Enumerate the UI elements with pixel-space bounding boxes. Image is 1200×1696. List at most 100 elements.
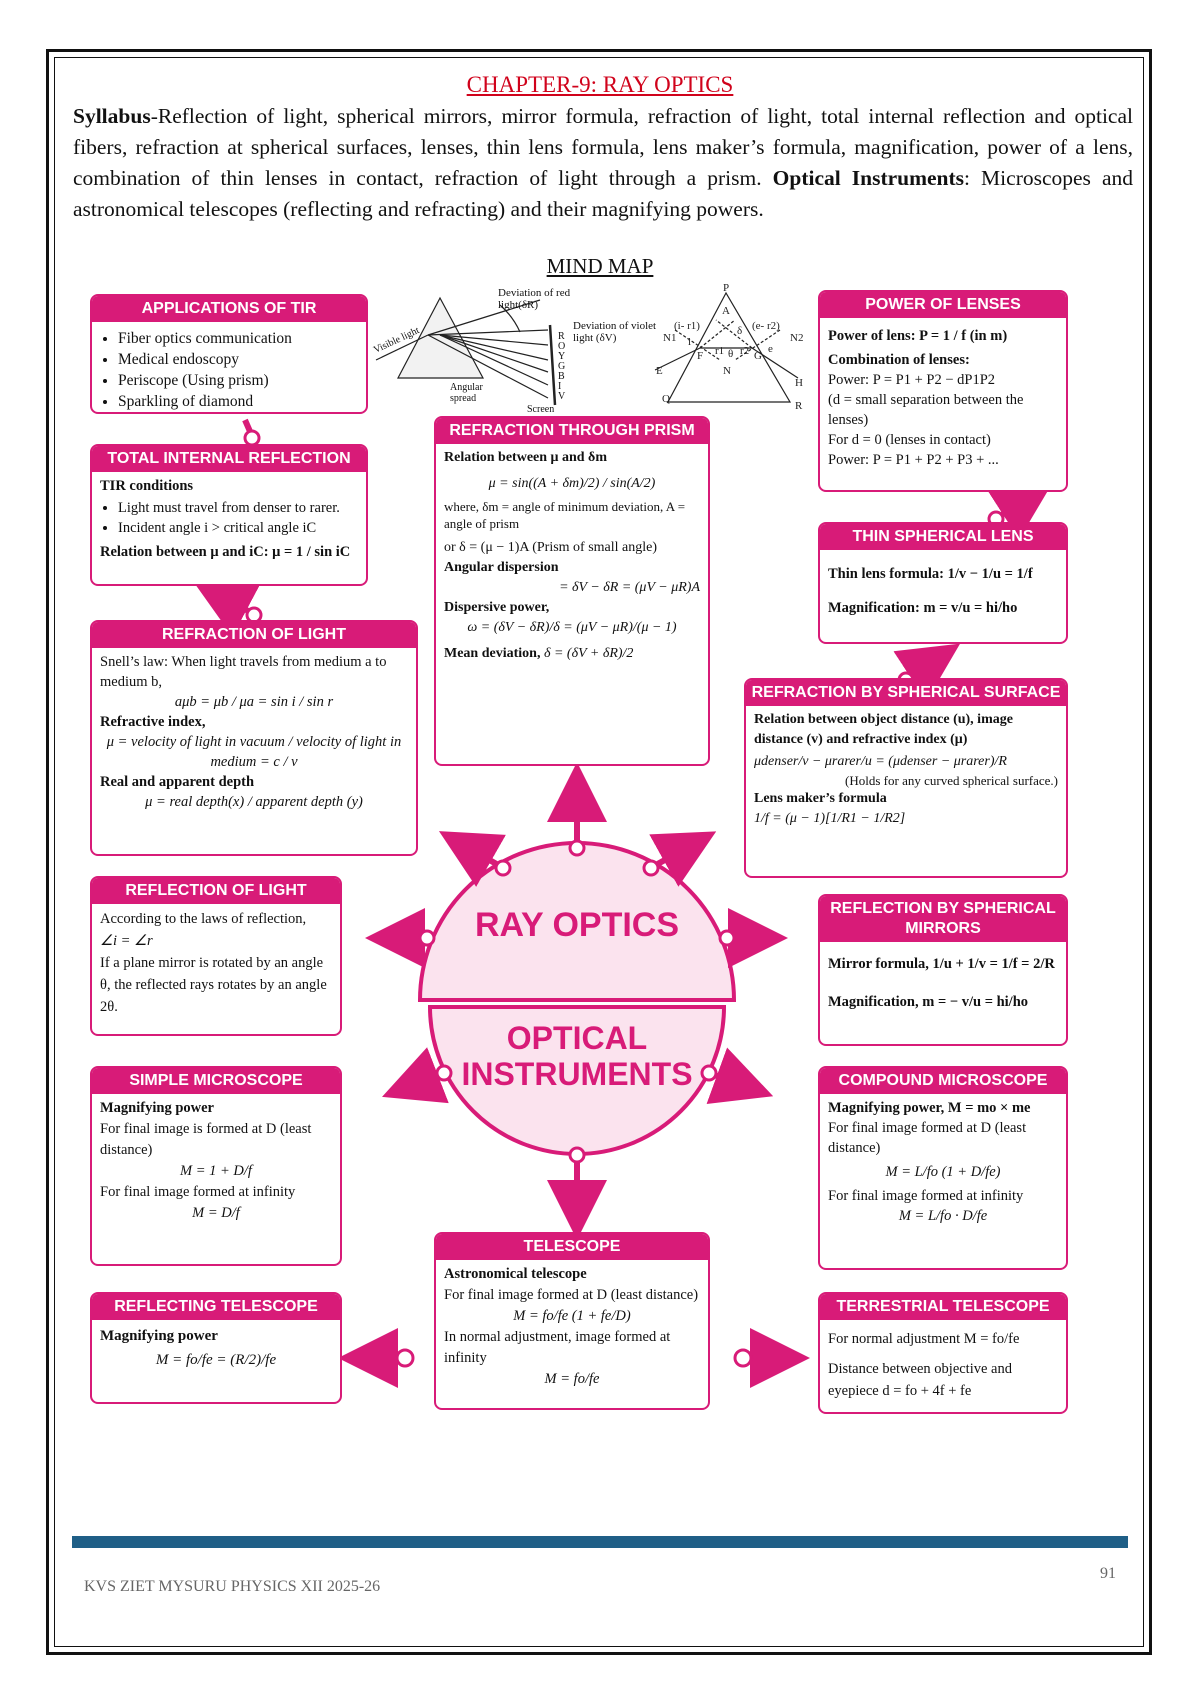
reflection-text-2: ∠i = ∠r <box>100 933 153 949</box>
simple-text-2: For final image formed at infinity <box>100 1184 296 1200</box>
box-total-internal-reflection: TOTAL INTERNAL REFLECTION TIR conditions… <box>90 444 368 586</box>
spherical-surface-eq: μdenser/v − μrarer/u = (μdenser − μrarer… <box>754 754 1007 769</box>
telescope-text-1: For final image formed at D (least dista… <box>444 1287 699 1303</box>
snell-equation: aμb = μb / μa = sin i / sin r <box>174 694 334 710</box>
spherical-surface-note: (Holds for any curved spherical surface.… <box>845 773 1058 788</box>
box-title: TOTAL INTERNAL REFLECTION <box>92 446 366 472</box>
list-item: Light must travel from denser to rarer. <box>118 498 358 518</box>
prism-small-angle: or δ = (μ − 1)A (Prism of small angle) <box>444 540 658 555</box>
svg-text:r2: r2 <box>740 345 749 357</box>
svg-text:(e- r2): (e- r2) <box>752 320 780 332</box>
svg-text:N: N <box>723 365 731 377</box>
dispersive-power-label: Dispersive power, <box>444 600 550 615</box>
astronomical-telescope-label: Astronomical telescope <box>444 1266 587 1282</box>
box-power-of-lenses: POWER OF LENSES Power of lens: P = 1 / f… <box>818 290 1068 492</box>
magnifying-power-label: Magnifying power <box>100 1100 214 1116</box>
spectrum-label: I <box>558 381 562 392</box>
hub-instruments: INSTRUMENTS <box>461 1056 693 1092</box>
prism-where: where, δm = angle of minimum deviation, … <box>444 499 686 531</box>
prism-dispersion-figure <box>375 296 557 406</box>
syllabus-text: -Reflection of light, spherical mirrors,… <box>73 104 1133 190</box>
box-title: TERRESTRIAL TELESCOPE <box>820 1294 1066 1320</box>
svg-text:R: R <box>795 400 803 412</box>
prism-relation-label: Relation between μ and δm <box>444 450 607 465</box>
box-refraction-through-prism: REFRACTION THROUGH PRISM Relation betwee… <box>434 416 710 766</box>
figure-label-screen: Screen <box>527 404 555 415</box>
page-number: 91 <box>1100 1565 1116 1582</box>
mean-deviation-eq: δ = (δV + δR)/2 <box>543 646 634 661</box>
svg-text:i: i <box>688 336 691 348</box>
box-title: COMPOUND MICROSCOPE <box>820 1068 1066 1094</box>
box-title: REFRACTION OF LIGHT <box>92 622 416 648</box>
list-item: Fiber optics communication <box>118 328 358 349</box>
box-thin-spherical-lens: THIN SPHERICAL LENS Thin lens formula: 1… <box>818 522 1068 644</box>
box-refraction-spherical-surface: REFRACTION BY SPHERICAL SURFACE Relation… <box>744 678 1068 878</box>
power-of-lens: Power of lens: P = 1 / f (in m) <box>828 328 1008 344</box>
box-terrestrial-telescope: TERRESTRIAL TELESCOPE For normal adjustm… <box>818 1292 1068 1414</box>
svg-text:(i- r1): (i- r1) <box>674 320 700 332</box>
combination-label: Combination of lenses: <box>828 352 970 368</box>
spectrum-label: Y <box>558 351 566 362</box>
simple-eq-1: M = 1 + D/f <box>180 1163 252 1179</box>
figure-label-angular-spread: Angular spread <box>450 382 483 404</box>
svg-text:N2: N2 <box>790 332 803 344</box>
figure-label-deviation-violet: Deviation of violet light (δV) <box>573 320 657 344</box>
lens-maker-label: Lens maker’s formula <box>754 791 887 806</box>
page-frame-outer <box>46 49 1152 1655</box>
mean-deviation-label: Mean deviation, <box>444 646 541 661</box>
footer-text: KVS ZIET MYSURU PHYSICS XII 2025-26 <box>84 1578 381 1595</box>
box-reflecting-telescope: REFLECTING TELESCOPE Magnifying power M … <box>90 1292 342 1404</box>
mirror-formula: Mirror formula, 1/u + 1/v = 1/f = 2/R <box>828 956 1055 972</box>
box-title: APPLICATIONS OF TIR <box>92 296 366 322</box>
hub-optical: OPTICAL <box>506 1020 648 1056</box>
tir-relation: Relation between μ and iC: μ = 1 / sin i… <box>100 544 351 560</box>
spectrum-label: R <box>558 331 565 342</box>
svg-text:G: G <box>754 350 762 362</box>
reflecting-telescope-eq: M = fo/fe = (R/2)/fe <box>155 1352 277 1368</box>
hub-arrows <box>193 418 1054 1388</box>
tir-conditions-label: TIR conditions <box>100 478 194 494</box>
box-reflection-spherical-mirrors: REFLECTION BY SPHERICAL MIRRORS Mirror f… <box>818 894 1068 1046</box>
svg-text:H: H <box>795 377 803 389</box>
mean-deviation: Mean deviation, δ = (δV + δR)/2 <box>444 644 700 664</box>
box-compound-microscope: COMPOUND MICROSCOPE Magnifying power, M … <box>818 1066 1068 1270</box>
snell-law: Snell’s law: When light travels from med… <box>100 654 387 690</box>
box-applications-tir: APPLICATIONS OF TIR Fiber optics communi… <box>90 294 368 414</box>
list-item: Medical endoscopy <box>118 349 358 370</box>
box-title: POWER OF LENSES <box>820 292 1066 318</box>
telescope-text-2: In normal adjustment, image formed at in… <box>444 1329 671 1366</box>
connector-circles <box>243 429 1005 1368</box>
box-telescope: TELESCOPE Astronomical telescope For fin… <box>434 1232 710 1410</box>
svg-text:F: F <box>697 350 703 362</box>
syllabus-label: Syllabus <box>73 104 151 128</box>
compound-eq-1: M = L/fo (1 + D/fe) <box>885 1164 1001 1180</box>
telescope-eq-1: M = fo/fe (1 + fe/D) <box>513 1308 631 1324</box>
list-item: Sparkling of diamond <box>118 391 358 412</box>
power-line-3: For d = 0 (lenses in contact) <box>828 432 991 448</box>
instruments-text: : Microscopes and astronomical telescope… <box>73 166 1133 221</box>
svg-text:θ: θ <box>728 348 733 360</box>
power-line-2: (d = small separation between the lenses… <box>828 392 1024 428</box>
tir-apps-list: Fiber optics communication Medical endos… <box>100 328 358 412</box>
compound-text-1: For final image formed at D (least dista… <box>828 1120 1027 1156</box>
footer-bar <box>72 1536 1128 1548</box>
svg-text:δ: δ <box>737 325 742 337</box>
terrestrial-text: Distance between objective and eyepiece … <box>828 1361 1012 1399</box>
svg-text:e: e <box>768 343 773 355</box>
box-title: THIN SPHERICAL LENS <box>820 524 1066 550</box>
spectrum-label: B <box>558 371 565 382</box>
thin-lens-magnification: Magnification: m = v/u = hi/ho <box>828 600 1018 616</box>
dispersive-power-eq: ω = (δV − δR)/δ = (μV − μR)/(μ − 1) <box>467 620 677 635</box>
spectrum-label: V <box>558 391 566 402</box>
lens-maker-eq: 1/f = (μ − 1)[1/R1 − 1/R2] <box>754 811 906 826</box>
box-title: REFRACTION THROUGH PRISM <box>436 418 708 444</box>
svg-text:E: E <box>656 365 663 377</box>
power-line-4: Power: P = P1 + P2 + P3 + ... <box>828 452 999 468</box>
real-apparent-equation: μ = real depth(x) / apparent depth (y) <box>145 794 363 810</box>
simple-text-1: For final image is formed at D (least di… <box>100 1121 312 1158</box>
svg-text:P: P <box>723 282 729 294</box>
mirror-magnification: Magnification, m = − v/u = hi/ho <box>828 994 1029 1010</box>
instruments-label: Optical Instruments <box>772 166 965 190</box>
